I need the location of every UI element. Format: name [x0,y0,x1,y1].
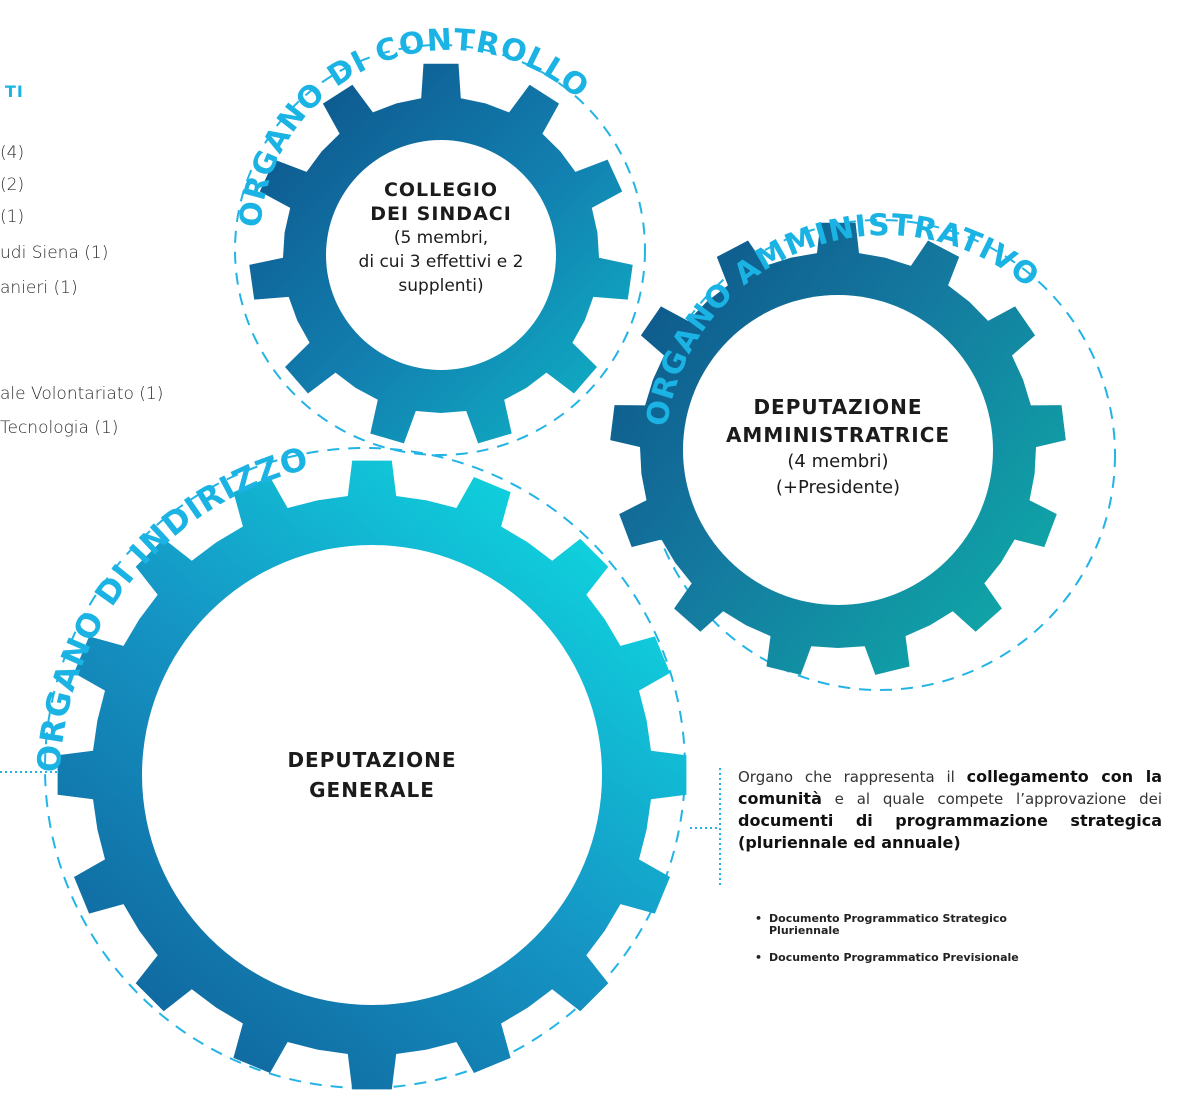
desc-text-1: Organo che rappresenta il [738,768,967,786]
amministratrice-sub-line1: (4 membri) [787,451,889,472]
documents-bullet-list: Documento Programmatico Strategico Pluri… [755,913,1035,979]
gear-deputazione-generale [57,460,687,1090]
desc-bold-1: collegamento con la comunità [738,767,1163,808]
left-list-item: anieri (1) [0,278,78,298]
left-list-item: ale Volontariato (1) [0,384,164,404]
left-list-item: (2) [0,175,25,195]
bullet-item: Documento Programmatico Previsionale [755,952,1035,965]
desc-bold-2: documenti di programmazione strategica (… [738,811,1162,852]
deputazione-generale-description: Organo che rappresenta il collegamento c… [738,766,1162,854]
left-list-item: Tecnologia (1) [0,418,119,438]
deputazione-amministratrice-text: DEPUTAZIONE AMMINISTRATRICE (4 membri) (… [703,393,973,501]
desc-text-2: e al quale compete l’approvazione dei [821,790,1162,808]
left-list-title: TI [5,82,24,101]
left-list-item: (1) [0,207,25,227]
bullet-item: Documento Programmatico Strategico Pluri… [755,913,1035,937]
collegio-title-line2: DEI SINDACI [370,203,512,225]
connector-right [690,768,721,888]
generale-title-line2: GENERALE [309,778,435,802]
left-list-item: (4) [0,143,25,163]
collegio-sindaci-text: COLLEGIO DEI SINDACI (5 membri, di cui 3… [326,178,556,298]
gear-deputazione-amministratrice [610,222,1066,675]
collegio-title-line1: COLLEGIO [383,179,499,201]
left-member-list: TI (4) (2) (1) udi Siena (1) anieri (1) … [0,0,260,460]
amministratrice-title-line1: DEPUTAZIONE [753,395,923,419]
generale-title-line1: DEPUTAZIONE [287,748,457,772]
amministratrice-sub-line2: (+Presidente) [775,477,901,498]
gear-collegio-sindaci [249,63,633,444]
amministratrice-title-line2: AMMINISTRATRICE [725,423,951,447]
collegio-sub-line3: supplenti) [398,276,484,296]
left-list-item: udi Siena (1) [0,243,109,263]
deputazione-generale-text: DEPUTAZIONE GENERALE [232,745,512,805]
collegio-sub-line1: (5 membri, [393,228,489,248]
dashed-ring-controllo [234,44,646,456]
collegio-sub-line2: di cui 3 effettivi e 2 [358,252,524,272]
